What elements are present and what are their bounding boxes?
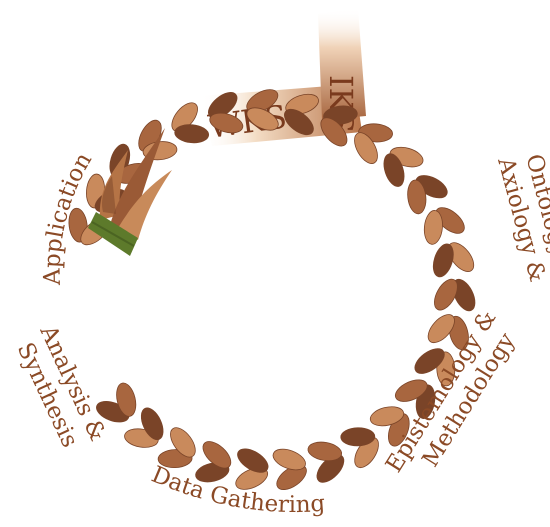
braid-strand-segment — [272, 448, 306, 471]
braid-strand-segment — [452, 278, 476, 312]
braid-strand-segment — [174, 124, 210, 144]
braid-strand-segment — [202, 441, 232, 469]
braid-strand-segment — [432, 243, 454, 278]
braid-strand-segment — [340, 427, 376, 447]
label-application: Application — [39, 148, 97, 286]
braid-strand-segment — [284, 108, 314, 136]
braid-strand-segment — [316, 454, 345, 483]
braid-strand-segment — [354, 132, 378, 164]
label-analysis-synthesis: Analysis & Synthesis — [12, 321, 111, 452]
braid-strand-segment — [171, 102, 198, 132]
braid-strand-segment — [447, 242, 475, 272]
braid-strand-segment — [140, 407, 164, 441]
braid-strand-segment — [427, 314, 455, 344]
label-axiology-ontology: Axiology & Ontology — [492, 151, 550, 284]
braid-strand-segment — [237, 448, 269, 473]
braid-strand-segment — [246, 107, 279, 131]
braid-strand-segment — [383, 153, 405, 187]
braid-strand-segment — [208, 92, 238, 119]
braid-strand-segment — [435, 207, 465, 234]
braid-strand-segment — [407, 179, 427, 215]
braid-strand-segment — [414, 348, 445, 374]
braid-strand-segment — [307, 441, 343, 462]
braid-strand-segment — [320, 117, 348, 147]
braid-strand-segment — [170, 427, 196, 458]
braid-loose-end — [99, 128, 172, 240]
braid-strand-segment — [423, 210, 443, 245]
braid-strand-segment — [369, 406, 405, 427]
braid-strand-segment — [394, 379, 428, 402]
braid-strand-segment — [354, 436, 379, 469]
iks-band: IKS — [318, 8, 366, 133]
braid-strand-segment — [209, 112, 244, 134]
braid-strand-segment — [116, 382, 137, 417]
braid-strand-segment — [235, 467, 269, 490]
braid-tie — [88, 212, 138, 256]
braid-strand-segment — [434, 278, 458, 311]
braid-strand-segment — [276, 464, 307, 490]
braid-strand-segment — [246, 89, 279, 113]
